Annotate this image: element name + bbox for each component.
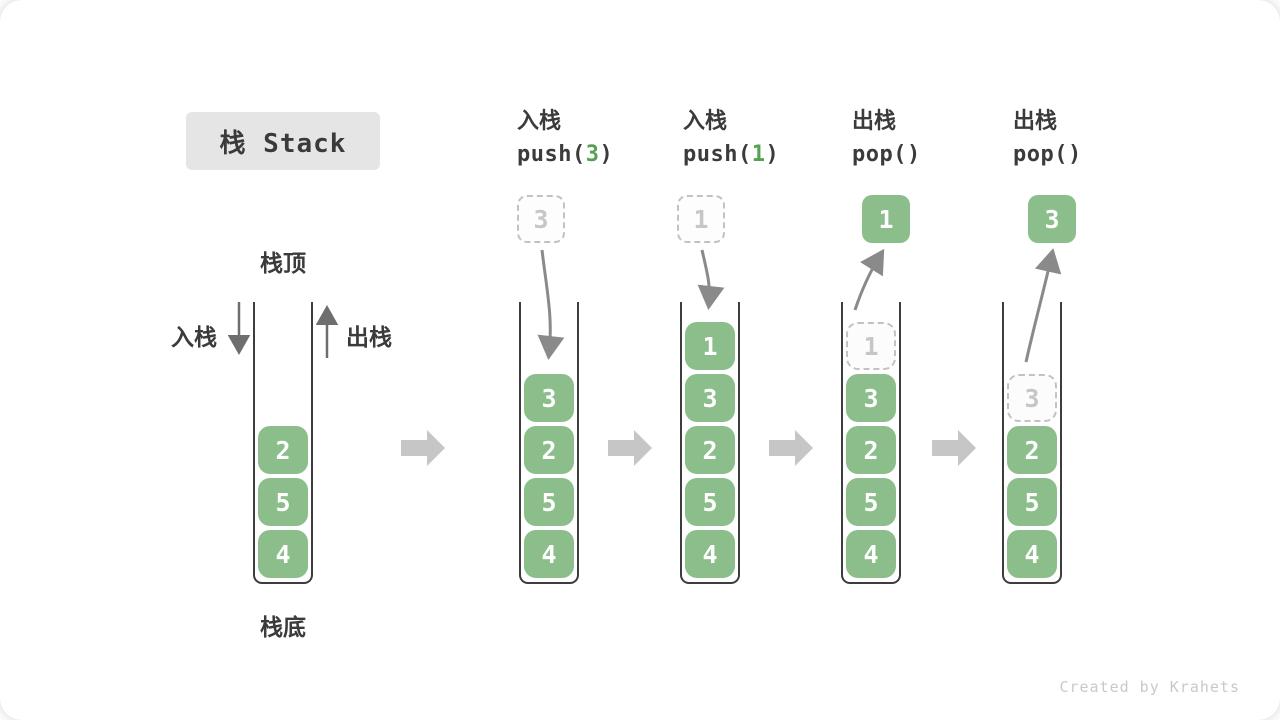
push-side-label: 入栈 [171, 324, 217, 350]
stack-cell: 4 [258, 530, 308, 578]
op-code-label: push(1) [683, 142, 780, 167]
op-label-pop-1: 出栈 pop() [852, 104, 1012, 172]
stack-cell: 3 [846, 374, 896, 422]
op-label-push-3: 入栈 push(3) [517, 104, 677, 172]
step-arrow [401, 430, 445, 466]
stack-cell: 4 [1007, 530, 1057, 578]
op-cn-label: 入栈 [683, 108, 728, 133]
stack-cell: 4 [524, 530, 574, 578]
stack-cell-ghost: 3 [1007, 374, 1057, 422]
stack-cell: 2 [846, 426, 896, 474]
stack-cell: 3 [685, 374, 735, 422]
stack-cell-ghost: 1 [846, 322, 896, 370]
push-1-motion-arrow [697, 249, 725, 310]
stack-bottom-label: 栈底 [260, 614, 306, 640]
pop-side-label: 出栈 [346, 324, 392, 350]
step-arrow [932, 430, 976, 466]
stack-cell: 5 [524, 478, 574, 526]
stack-cell: 1 [685, 322, 735, 370]
op-code-label: pop() [1013, 142, 1082, 167]
stack-well-after-push-1: 1 3 2 5 4 [680, 302, 740, 584]
diagram-title: 栈 Stack [186, 112, 380, 170]
incoming-element-box: 3 [517, 195, 565, 243]
watermark: Created by Krahets [1059, 678, 1240, 696]
popped-element-box: 1 [862, 195, 910, 243]
op-label-push-1: 入栈 push(1) [683, 104, 843, 172]
stack-cell: 2 [1007, 426, 1057, 474]
stack-cell: 5 [1007, 478, 1057, 526]
stack-well-initial: 2 5 4 [253, 302, 313, 584]
stack-cell: 5 [258, 478, 308, 526]
op-code-label: pop() [852, 142, 921, 167]
stack-cell: 5 [846, 478, 896, 526]
op-cn-label: 出栈 [1013, 108, 1058, 133]
stack-well-after-push-3: 3 2 5 4 [519, 302, 579, 584]
stack-well-after-pop-3: 3 2 5 4 [1002, 302, 1062, 584]
op-cn-label: 入栈 [517, 108, 562, 133]
stack-top-label: 栈顶 [260, 250, 306, 276]
popped-element-box: 3 [1028, 195, 1076, 243]
step-arrow [608, 430, 652, 466]
op-label-pop-3: 出栈 pop() [1013, 104, 1173, 172]
stack-well-after-pop-1: 1 3 2 5 4 [841, 302, 901, 584]
stack-cell: 5 [685, 478, 735, 526]
stack-cell: 3 [524, 374, 574, 422]
step-arrow [769, 430, 813, 466]
op-cn-label: 出栈 [852, 108, 897, 133]
incoming-element-box: 1 [677, 195, 725, 243]
stack-cell: 4 [846, 530, 896, 578]
stack-cell: 2 [258, 426, 308, 474]
op-code-label: push(3) [517, 142, 614, 167]
stack-cell: 2 [685, 426, 735, 474]
stack-cell: 4 [685, 530, 735, 578]
stack-cell: 2 [524, 426, 574, 474]
